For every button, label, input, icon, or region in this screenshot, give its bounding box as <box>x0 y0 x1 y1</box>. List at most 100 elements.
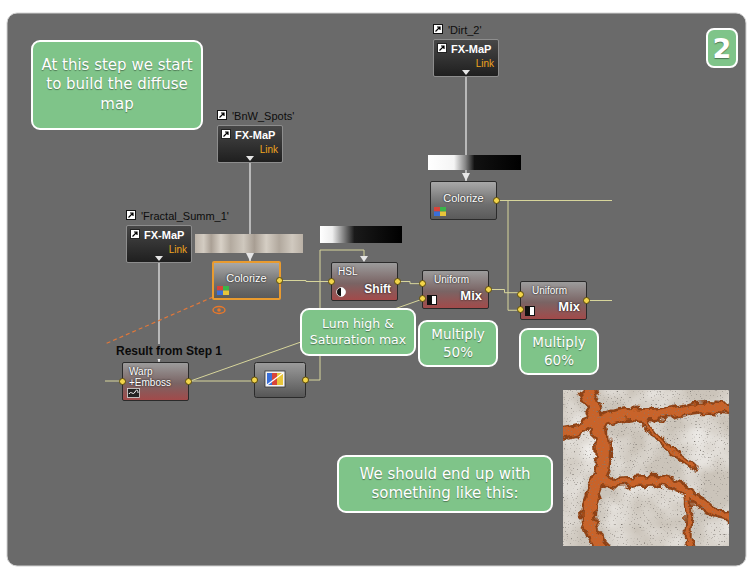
texture-clouds <box>563 390 729 546</box>
result-texture <box>558 385 734 551</box>
eye-pupil <box>217 308 221 312</box>
icon-swatch <box>440 207 446 212</box>
icon-swatch <box>217 286 223 291</box>
link-tag: Link <box>169 244 187 256</box>
node-type: FX-MaP <box>451 43 491 56</box>
node-title: Mix <box>558 300 580 314</box>
dashed-hint <box>105 297 213 344</box>
icon-arrow <box>436 27 441 32</box>
icon-wave <box>129 390 138 394</box>
link-icon <box>437 43 447 53</box>
icon-swatch <box>217 291 223 296</box>
icon-half <box>428 296 433 305</box>
link-icon <box>130 229 140 239</box>
step-number: 2 <box>713 33 732 64</box>
output-arrow <box>462 70 470 75</box>
icon-node <box>252 363 309 398</box>
gradient-preview <box>428 155 521 170</box>
filter-node: UniformMix <box>422 270 489 309</box>
icon-swatch <box>434 212 440 217</box>
input-dot <box>252 377 258 383</box>
icon-swatch <box>223 286 229 291</box>
filter-node: UniformMix <box>520 281 587 320</box>
node-label: Result from Step 1 <box>114 344 224 359</box>
link-node: 'Dirt_2'FX-MaPLink <box>433 39 499 77</box>
mix-icon <box>525 306 535 316</box>
output-dot <box>303 377 309 383</box>
icon-frame <box>428 296 437 305</box>
output-wire <box>587 300 612 301</box>
output-dot <box>485 286 492 293</box>
callout-box: Lum high & Saturation max <box>300 308 416 356</box>
icon-frame <box>438 44 447 53</box>
connector-wire <box>281 281 331 282</box>
gradient-preview <box>320 226 402 243</box>
warp-icon <box>127 388 140 398</box>
texture-preview <box>195 234 303 253</box>
node-label: 'Fractal_Summ_1' <box>139 210 231 223</box>
wire <box>189 381 254 382</box>
node-title: Colorize <box>226 272 266 285</box>
output-arrow <box>246 156 254 161</box>
node-title: Uniform <box>434 274 469 286</box>
icon-swatch <box>223 291 229 296</box>
input-dot <box>119 378 126 385</box>
connector-wire <box>489 290 520 293</box>
node-body <box>255 363 306 398</box>
callout-text: We should end up with something like thi… <box>344 465 546 504</box>
link-icon <box>221 129 231 139</box>
node-title: Shift <box>364 282 391 296</box>
texture-veins <box>563 390 729 546</box>
callout-box: We should end up with something like thi… <box>337 455 553 513</box>
shortcut-icon <box>217 110 227 120</box>
node-type: FX-MaP <box>235 129 275 142</box>
node-title: Mix <box>460 289 482 303</box>
icon-frame <box>222 130 231 139</box>
filter-node: Colorize <box>430 181 497 220</box>
callout-text: Lum high & Saturation max <box>307 316 409 349</box>
output-dot <box>276 277 283 284</box>
icon-swatch <box>440 212 446 217</box>
callout-text: Multiply 60% <box>526 334 592 369</box>
shortcut-icon <box>126 210 136 220</box>
icon-frame <box>131 230 140 239</box>
callout-box: Multiply 60% <box>519 328 599 375</box>
node-title: Colorize <box>443 192 483 205</box>
node-label: 'BnW_Spots' <box>230 110 296 123</box>
node-type: FX-MaP <box>144 229 184 242</box>
input-dot <box>419 295 426 302</box>
output-dot <box>583 297 590 304</box>
icon-arrow <box>224 132 229 137</box>
link-node: 'Fractal_Summ_1'FX-MaPLink <box>126 225 192 263</box>
colorize-icon <box>217 286 229 295</box>
icon-arrow <box>133 232 138 237</box>
eye-outline <box>213 307 225 314</box>
output-arrow <box>155 256 163 261</box>
callout-text: At this step we start to build the diffu… <box>38 56 196 115</box>
callout-text: Multiply 50% <box>425 326 491 361</box>
shortcut-icon <box>433 24 443 34</box>
output-wire <box>496 200 612 201</box>
texture-grain <box>563 390 729 546</box>
texture-base <box>563 390 729 546</box>
icon-arrow <box>220 113 225 118</box>
icon-frame <box>526 307 535 316</box>
icon-frame <box>127 211 136 220</box>
output-dot <box>394 278 401 285</box>
mix-icon <box>427 295 437 305</box>
filter-node: Colorize <box>212 261 281 300</box>
icon-half <box>341 288 346 297</box>
output-arrow <box>155 256 163 261</box>
node-title: HSL <box>338 266 357 278</box>
icon-frame <box>218 111 227 120</box>
node-icon <box>265 371 285 387</box>
node-title: Uniform <box>532 285 567 297</box>
step-badge: 2 <box>706 28 738 68</box>
hsl-icon <box>336 287 346 297</box>
icon-frame <box>434 25 443 34</box>
callout-box: Multiply 50% <box>418 320 498 367</box>
eye-icon <box>213 307 225 314</box>
input-dot <box>517 291 524 298</box>
